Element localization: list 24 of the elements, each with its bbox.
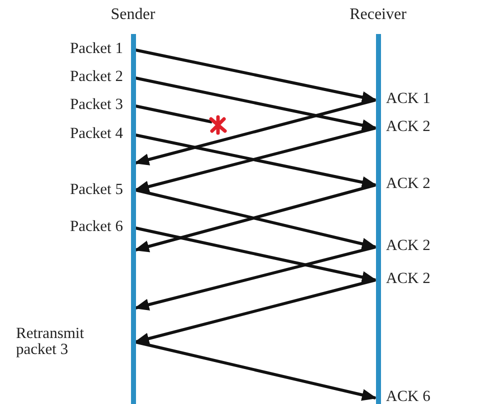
message-arrow: [135, 48, 377, 104]
packet-label: Packet 2: [70, 69, 123, 85]
packet-label: Packet 4: [70, 126, 123, 142]
message-arrow: [134, 126, 376, 192]
message-arrow: [134, 278, 376, 344]
packet-label: Packet 6: [70, 219, 123, 235]
timeline-heading: Receiver: [350, 5, 406, 25]
message-arrow: [134, 98, 376, 166]
message-arrow: [135, 226, 377, 283]
packet-label: Packet 1: [70, 41, 123, 57]
packet-label: Packet 5: [70, 182, 123, 198]
ack-label: ACK 2: [386, 238, 430, 254]
ack-label: ACK 1: [386, 91, 430, 107]
message-arrow: [135, 340, 377, 401]
message-arrow: [135, 134, 377, 188]
message-arrow: [135, 76, 377, 132]
ack-label: ACK 6: [386, 389, 430, 404]
message-arrow: [134, 246, 376, 310]
packet-label: Packet 3: [70, 97, 123, 113]
packet-label: Retransmit packet 3: [16, 326, 86, 358]
ack-label: ACK 2: [386, 271, 430, 287]
ack-label: ACK 2: [386, 176, 430, 192]
timeline-heading: Sender: [110, 5, 156, 25]
ack-label: ACK 2: [386, 119, 430, 135]
